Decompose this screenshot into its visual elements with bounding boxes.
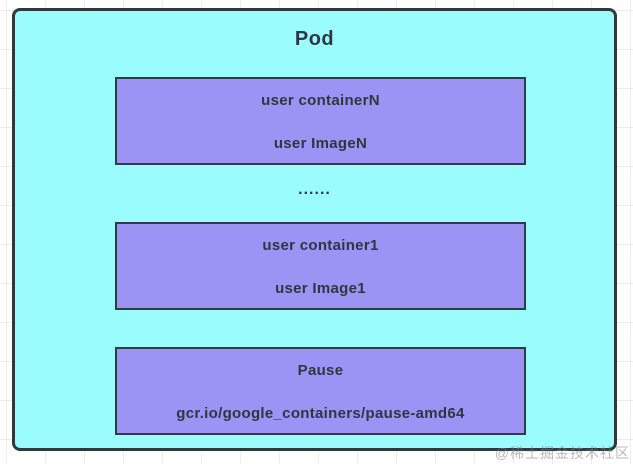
container-n-name: user containerN [261,92,380,109]
pause-name: Pause [297,362,344,379]
pod-box: Pod user containerN user ImageN ...... u… [12,8,617,451]
container-box-user-1: user container1 user Image1 [115,222,526,310]
container-box-pause: Pause gcr.io/google_containers/pause-amd… [115,347,526,435]
ellipsis-separator: ...... [298,181,331,198]
pause-image: gcr.io/google_containers/pause-amd64 [176,405,465,422]
container-n-image: user ImageN [273,135,368,152]
container-1-image: user Image1 [275,280,366,297]
pod-title: Pod [294,28,335,50]
container-1-name: user container1 [262,237,379,254]
container-box-user-n: user containerN user ImageN [115,77,526,165]
